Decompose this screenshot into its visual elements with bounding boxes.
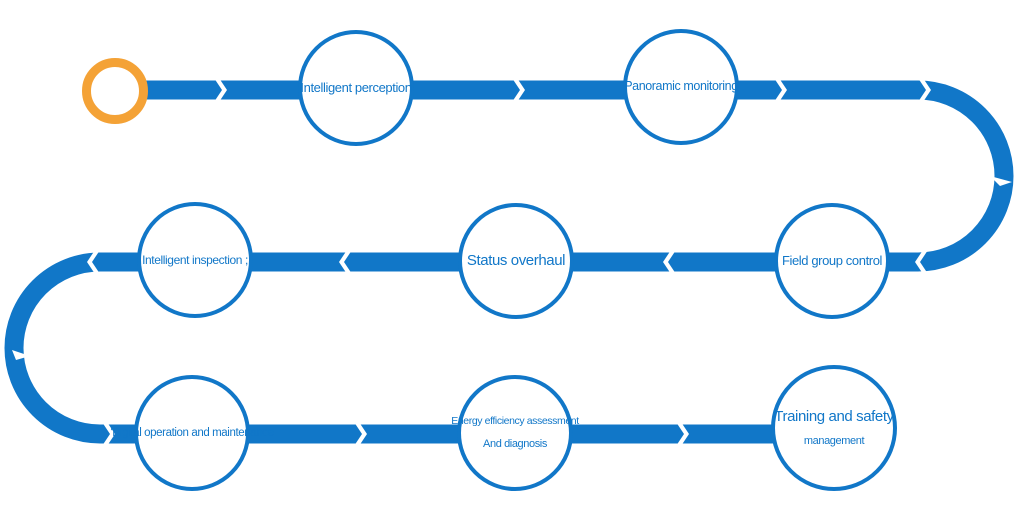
step-intelligent-inspection: Intelligent inspection ; (137, 202, 253, 318)
step-label: 'Digital operation and maintenance (110, 426, 274, 439)
step-panoramic-monitoring: Panoramic monitoring (623, 29, 739, 145)
step-energy-efficiency-assessment: Energy efficiency assessment And diagnos… (451, 375, 579, 491)
step-intelligent-perception: Intelligent perception (298, 30, 414, 146)
step-label: Field group control (781, 252, 883, 268)
step-label: Status overhaul (466, 251, 566, 269)
road-arrow-row1-0 (214, 78, 227, 102)
road-arrow-row2-1 (339, 250, 352, 274)
step-status-overhaul: Status overhaul (458, 203, 574, 319)
road-arrow-row1-2 (774, 78, 787, 102)
road-arrow-row2-2 (663, 250, 676, 274)
road-arrow-row1-3 (918, 78, 931, 102)
step-field-group-control: Field group control (774, 203, 890, 319)
road-arrow-row1-1 (512, 78, 525, 102)
road-arrow-curve-left (12, 350, 30, 360)
road-arrow-curve-right (990, 176, 1012, 186)
road-arrow-row3-1 (354, 422, 367, 446)
step-label-line-1: Training and safety (774, 407, 894, 425)
step-label-line-2: management (803, 434, 865, 447)
step-digital-operation-and-maintenance: 'Digital operation and maintenance (110, 375, 274, 491)
step-label: Intelligent inspection ; (142, 252, 248, 267)
step-training-and-safety-management: Training and safety management (771, 365, 897, 491)
road-arrow-row3-0 (102, 422, 115, 446)
step-label: Intelligent perception (300, 79, 412, 95)
start-marker (82, 58, 148, 124)
road-arrow-row2-3 (915, 250, 928, 274)
step-label-line-2: And diagnosis (483, 437, 547, 450)
road-arrow-row2-0 (87, 250, 100, 274)
road-arrow-row3-2 (676, 422, 689, 446)
step-label-line-1: Energy efficiency assessment (451, 414, 579, 427)
step-label: Panoramic monitoring (624, 79, 738, 94)
